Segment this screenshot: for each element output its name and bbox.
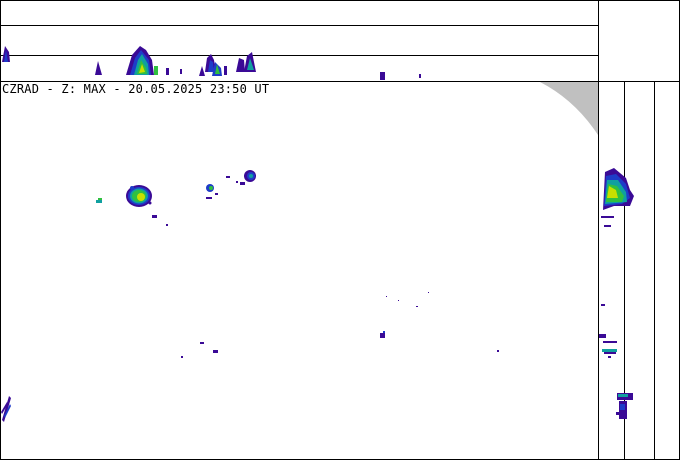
right-cross-section — [599, 168, 634, 419]
top-cross-section — [2, 46, 421, 80]
product-title: CZRAD - Z: MAX - 20.05.2025 23:50 UT — [2, 82, 270, 96]
coverage-mask — [540, 82, 598, 135]
main-plan-view — [1, 170, 499, 422]
